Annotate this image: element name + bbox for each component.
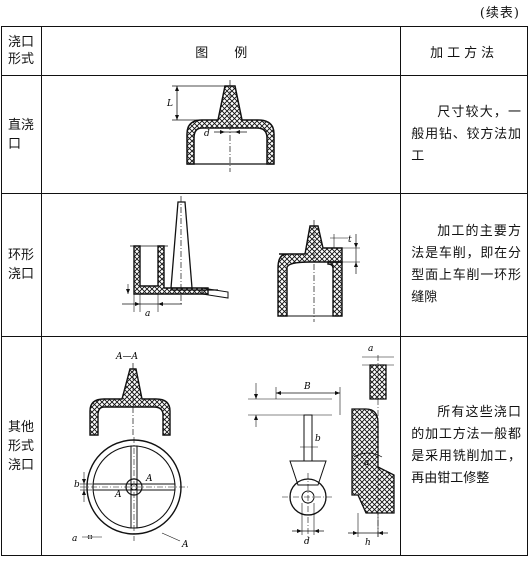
- gate-type-cell: 环形 浇口: [0, 193, 43, 337]
- header-illustration: 图 例: [41, 26, 402, 76]
- dim-label-B: B: [303, 382, 311, 392]
- illustration-cell: L d: [41, 75, 402, 194]
- gate-type-cell: 直浇 口: [0, 75, 43, 194]
- header-gate-type: 浇口 形式: [0, 26, 43, 76]
- gate-type-text: 直浇 口: [8, 117, 35, 152]
- continued-label: (续表): [479, 6, 520, 21]
- method-text: 所有这些浇口的加工方法一般都是采用铣削加工，再由钳工修整: [411, 405, 521, 486]
- dim-label-b: b: [74, 480, 80, 490]
- table-row: 其他 形式 浇口 A—A A A A: [0, 336, 528, 556]
- gate-types-table: 浇口 形式 图 例 加工方法 直浇 口: [0, 26, 528, 556]
- dim-label-d: d: [204, 129, 210, 139]
- ring-gate-diagram: a t: [122, 196, 361, 322]
- section-label-aa: A—A: [115, 352, 138, 362]
- dim-label-t: t: [348, 235, 352, 245]
- section-mark-a: A: [145, 474, 153, 484]
- dim-label-b2: b: [315, 434, 321, 444]
- table-header-row: 浇口 形式 图 例 加工方法: [0, 26, 528, 76]
- dim-label-L: L: [166, 99, 173, 109]
- gate-type-text: 其他 形式 浇口: [8, 419, 35, 473]
- header-illustration-text: 图 例: [195, 45, 248, 61]
- dim-label-a-left: a: [72, 534, 77, 544]
- section-mark-a2: A: [114, 490, 122, 500]
- header-method: 加工方法: [400, 26, 528, 76]
- sprue-gate-diagram: L d: [166, 80, 275, 172]
- method-text: 尺寸较大，一般用钻、铰方法加工: [411, 104, 521, 164]
- dim-label-a: a: [145, 309, 150, 319]
- other-gates-diagram: A—A A A A: [72, 344, 395, 550]
- dim-label-d2: d: [304, 537, 310, 547]
- gate-type-cell: 其他 形式 浇口: [0, 336, 43, 556]
- method-cell: 加工的主要方法是车削，即在分型面上车削一环形缝隙: [400, 193, 528, 337]
- table-row: 直浇 口: [0, 75, 528, 194]
- dim-label-alpha: a: [364, 458, 369, 468]
- gate-type-text: 环形 浇口: [8, 248, 35, 282]
- header-method-text: 加工方法: [430, 45, 499, 61]
- section-mark-a3: A: [181, 540, 189, 550]
- illustration-cell: a t: [41, 193, 402, 337]
- header-gate-type-text: 浇口 形式: [8, 35, 35, 67]
- method-cell: 尺寸较大，一般用钻、铰方法加工: [400, 75, 528, 194]
- table-row: 环形 浇口 a: [0, 193, 528, 337]
- method-cell: 所有这些浇口的加工方法一般都是采用铣削加工，再由钳工修整: [400, 336, 528, 556]
- dim-label-h: h: [365, 538, 371, 548]
- dim-label-a-top: a: [368, 344, 373, 354]
- method-text: 加工的主要方法是车削，即在分型面上车削一环形缝隙: [411, 224, 521, 305]
- illustration-cell: A—A A A A: [41, 336, 402, 556]
